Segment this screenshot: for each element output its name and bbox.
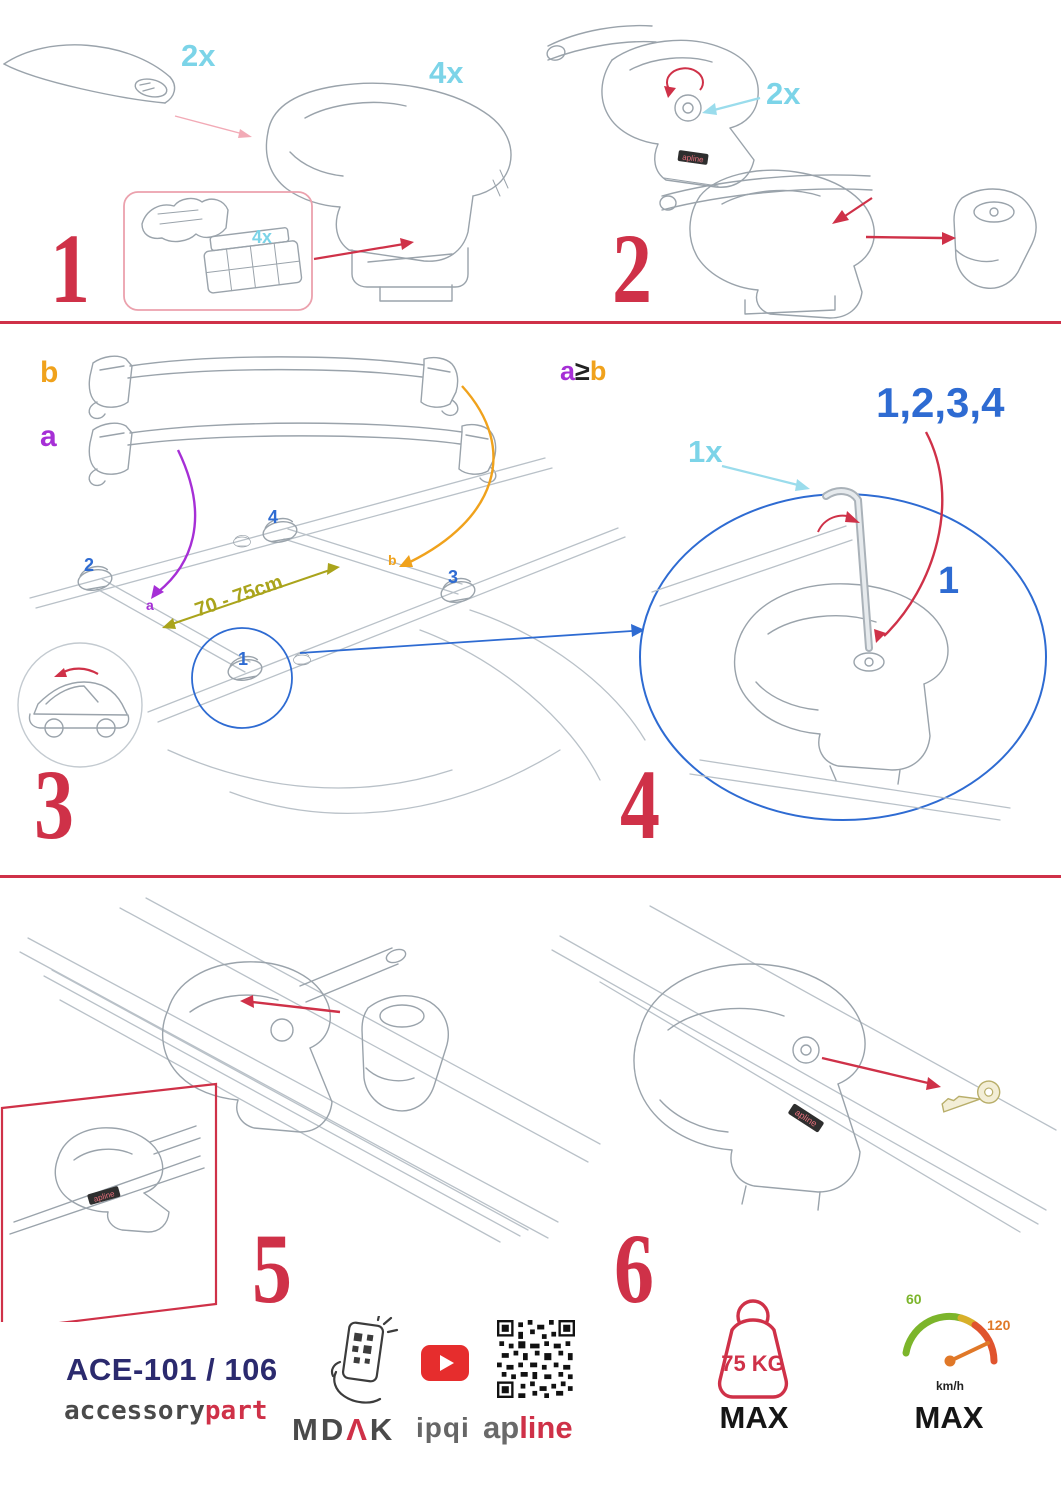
rule-op: ≥: [575, 356, 590, 386]
roof-pos-b: b: [388, 552, 397, 568]
bar-foot-cap-drawing-step2: [659, 169, 1037, 319]
rule-a: a: [560, 356, 576, 386]
brand-red: part: [204, 1396, 268, 1426]
step1-foot-qty: 4x: [429, 55, 464, 90]
cap-insert-arrow: [832, 197, 873, 224]
foot-lock-drawing-step2: [546, 24, 759, 188]
key-qty: 1x: [688, 434, 723, 469]
cap-slide-arrow: [240, 995, 341, 1014]
mdak-logo: MDΛK: [292, 1412, 395, 1448]
step1-bar-qty: 2x: [181, 38, 216, 73]
first-position: 1: [938, 560, 960, 602]
roof-pos-1: 1: [238, 649, 249, 669]
max-load-label: MAX: [719, 1400, 789, 1435]
lock-qty-arrow: [702, 96, 761, 115]
bar-a-placement-arrow: [151, 449, 197, 599]
mdak-accent: Λ: [346, 1412, 370, 1447]
crossbar-profile-drawing: [3, 44, 176, 104]
step2-number: 2: [612, 213, 652, 324]
foot-key-drawing-step6: [633, 963, 866, 1211]
foot-to-cap-arrow: [865, 232, 956, 245]
steps-1-2-artwork: apline: [3, 24, 1037, 319]
step1-pad-qty: 4x: [252, 227, 273, 247]
crossbar-b-drawing: [88, 355, 459, 420]
rule-a-gte-b: a≥b: [560, 358, 606, 385]
foot-drawing-step1: [265, 82, 512, 302]
rubber-pads-inset: [123, 191, 414, 311]
roof-pos-4: 4: [268, 507, 279, 527]
car-inset: [17, 642, 143, 768]
sticker-text: apline: [682, 153, 705, 165]
roof-feet: [75, 515, 478, 684]
pink-pointer-arrow: [174, 115, 252, 138]
apline-sticker-step6: apline: [788, 1103, 824, 1133]
phone-scan-icon: [330, 1316, 399, 1404]
roof-perspective-drawing: [29, 457, 646, 814]
distance-arrow: [162, 563, 340, 629]
speed-limit-icon: 60 120 km/h: [902, 1291, 1011, 1393]
speed-high: 120: [987, 1317, 1011, 1333]
section-divider-2: [0, 875, 1061, 878]
apline-logo: apline: [483, 1410, 573, 1446]
key-drawing: [941, 1080, 1001, 1113]
step5-number: 5: [252, 1213, 292, 1324]
lock-rotate-arrow: [664, 67, 704, 98]
brand-logo: accessorypart: [64, 1396, 268, 1426]
bar-a-label: a: [40, 420, 57, 453]
magnified-foot-ellipse: [639, 487, 1047, 821]
speed-limit-label: MAX: [914, 1400, 984, 1435]
youtube-icon: [421, 1345, 469, 1381]
roof-rail-lines-step5: [19, 897, 601, 1243]
roof-pos-3: 3: [448, 567, 459, 587]
model-number: ACE-101 / 106: [66, 1352, 278, 1387]
steps-5-6-artwork: apline apline: [0, 897, 1057, 1322]
key-rotate-arrow: [817, 511, 860, 533]
qr-code-icon: [497, 1320, 575, 1398]
sequence-arrow: [874, 431, 944, 643]
step2-lock-qty: 2x: [766, 76, 801, 111]
key-qty-arrow: [721, 464, 810, 491]
max-load-icon: 75 KG: [717, 1299, 789, 1399]
speed-low: 60: [906, 1291, 922, 1307]
assembled-inset: apline: [0, 1082, 218, 1322]
roof-pos-2: 2: [84, 555, 95, 575]
apline-gray: ap: [483, 1410, 520, 1445]
tighten-sequence: 1,2,3,4: [876, 379, 1005, 426]
ipqi-logo: ipqi: [416, 1412, 470, 1443]
mdak-post: K: [369, 1412, 396, 1447]
mdak-pre: MD: [292, 1412, 347, 1447]
speed-unit: km/h: [936, 1379, 964, 1393]
step3-number: 3: [34, 749, 74, 860]
bar-b-placement-arrow: [399, 385, 495, 567]
section-divider-1: [0, 321, 1061, 324]
step6-number: 6: [614, 1213, 654, 1324]
roof-rail-lines-step6: [551, 905, 1057, 1233]
roof-pos-a: a: [146, 597, 154, 613]
foot-cap-drawing-step5: [161, 947, 449, 1133]
apline-red: line: [519, 1410, 573, 1445]
bar-b-label: b: [40, 356, 59, 389]
rule-b: b: [589, 356, 607, 386]
crossbar-a-drawing: [88, 422, 497, 487]
max-load-value: 75 KG: [721, 1351, 785, 1376]
steps-3-4-artwork: [17, 355, 1047, 821]
allen-key-drawing: [822, 487, 873, 652]
key-insert-arrow: [821, 1056, 941, 1090]
brand-gray: accessory: [64, 1396, 205, 1426]
step4-number: 4: [620, 749, 660, 860]
position1-highlight-circle: [191, 624, 645, 729]
apline-sticker-step2: apline: [677, 150, 709, 165]
step1-number: 1: [50, 213, 90, 324]
